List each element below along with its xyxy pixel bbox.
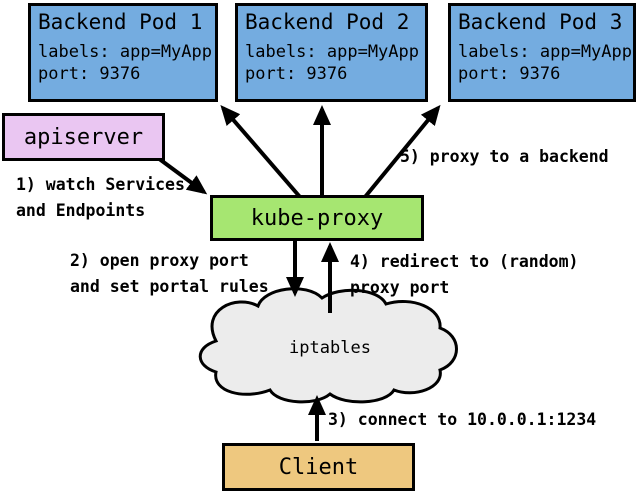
kube-proxy-label: kube-proxy [250, 205, 384, 231]
note-3-connect: 3) connect to 10.0.0.1:1234 [328, 410, 597, 429]
apiserver-label: apiserver [23, 124, 144, 150]
kube-proxy-box: kube-proxy [210, 195, 424, 241]
iptables-label: iptables [289, 338, 371, 358]
backend-pod-1-port: port: 9376 [38, 64, 141, 84]
client-label: Client [278, 454, 359, 480]
note-4-redirect: 4) redirect to (random) proxy port [350, 252, 579, 297]
backend-pod-2-box: Backend Pod 2 labels: app=MyApp port: 93… [235, 3, 428, 102]
backend-pod-2-labels: labels: app=MyApp [245, 42, 419, 62]
note-1-watch-services: 1) watch Services and Endpoints [16, 175, 185, 220]
client-box: Client [222, 443, 415, 491]
note-2-open-proxy-port: 2) open proxy port and set portal rules [70, 251, 269, 296]
backend-pod-2-port: port: 9376 [245, 64, 348, 84]
backend-pod-2-title: Backend Pod 2 [245, 10, 410, 34]
backend-pod-3-title: Backend Pod 3 [458, 10, 623, 34]
arrow-kubeproxy-to-pod1 [220, 104, 302, 199]
apiserver-box: apiserver [2, 113, 165, 161]
backend-pod-1-box: Backend Pod 1 labels: app=MyApp port: 93… [28, 3, 218, 102]
backend-pod-3-labels: labels: app=MyApp [458, 42, 632, 62]
backend-pod-1-labels: labels: app=MyApp [38, 42, 212, 62]
arrow-apiserver-to-kubeproxy [156, 156, 208, 195]
backend-pod-3-box: Backend Pod 3 labels: app=MyApp port: 93… [448, 3, 636, 102]
note-5-proxy-backend: 5) proxy to a backend [400, 147, 609, 166]
backend-pod-1-title: Backend Pod 1 [38, 10, 203, 34]
backend-pod-3-port: port: 9376 [458, 64, 561, 84]
arrow-kubeproxy-to-pod3 [363, 104, 441, 199]
